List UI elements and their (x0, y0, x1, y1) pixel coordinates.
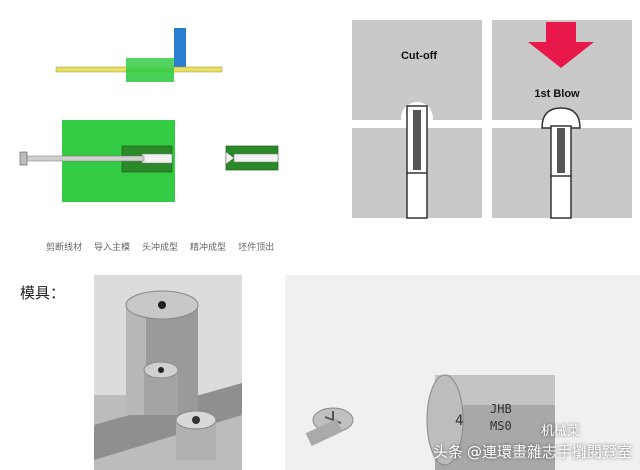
section-heading: 模具： (20, 284, 66, 302)
logo-text: 机械菜 (541, 424, 581, 439)
ejector-head (19, 151, 28, 166)
finished-blank (233, 153, 279, 163)
wechat-logo: 机械菜 (541, 420, 580, 439)
heading-process-schematic (19, 28, 279, 202)
screw-and-die-photo: 4 JHB MS0 (285, 275, 640, 470)
process-steps: 剪断线材 导入主模 头冲成型 精冲成型 坯件顶出 (46, 240, 316, 253)
die-blocks-photo (94, 275, 242, 470)
first-blow-label: 1st Blow (534, 88, 580, 100)
step-label: 精冲成型 (190, 243, 227, 253)
cutoff-label: Cut-off (400, 50, 438, 62)
finished-blank-tip (225, 151, 235, 165)
watermark-source: 头条 (432, 443, 463, 461)
step-label: 坯件顶出 (238, 243, 275, 253)
svg-text:4: 4 (455, 413, 463, 429)
step-label: 导入主模 (94, 243, 131, 253)
workpiece (141, 153, 173, 164)
blow-head (541, 107, 581, 129)
cutoff-wire-core (413, 110, 421, 170)
die-stage-diagrams (352, 20, 632, 219)
cutter-blade (174, 28, 186, 68)
step-label: 剪断线材 (46, 243, 83, 253)
blow-wire-core (557, 128, 565, 173)
watermark-account: @連環畫雜志手攤閱覽室 (466, 443, 632, 461)
down-arrow-icon (528, 22, 594, 68)
step-label: 头冲成型 (142, 243, 179, 253)
svg-text:MS0: MS0 (490, 419, 512, 433)
ejector-pin (25, 155, 145, 162)
svg-text:JHB: JHB (490, 402, 512, 416)
watermark: 头条 @連環畫雜志手攤閱覽室 (433, 441, 632, 462)
cutter-die-inner (126, 58, 174, 68)
